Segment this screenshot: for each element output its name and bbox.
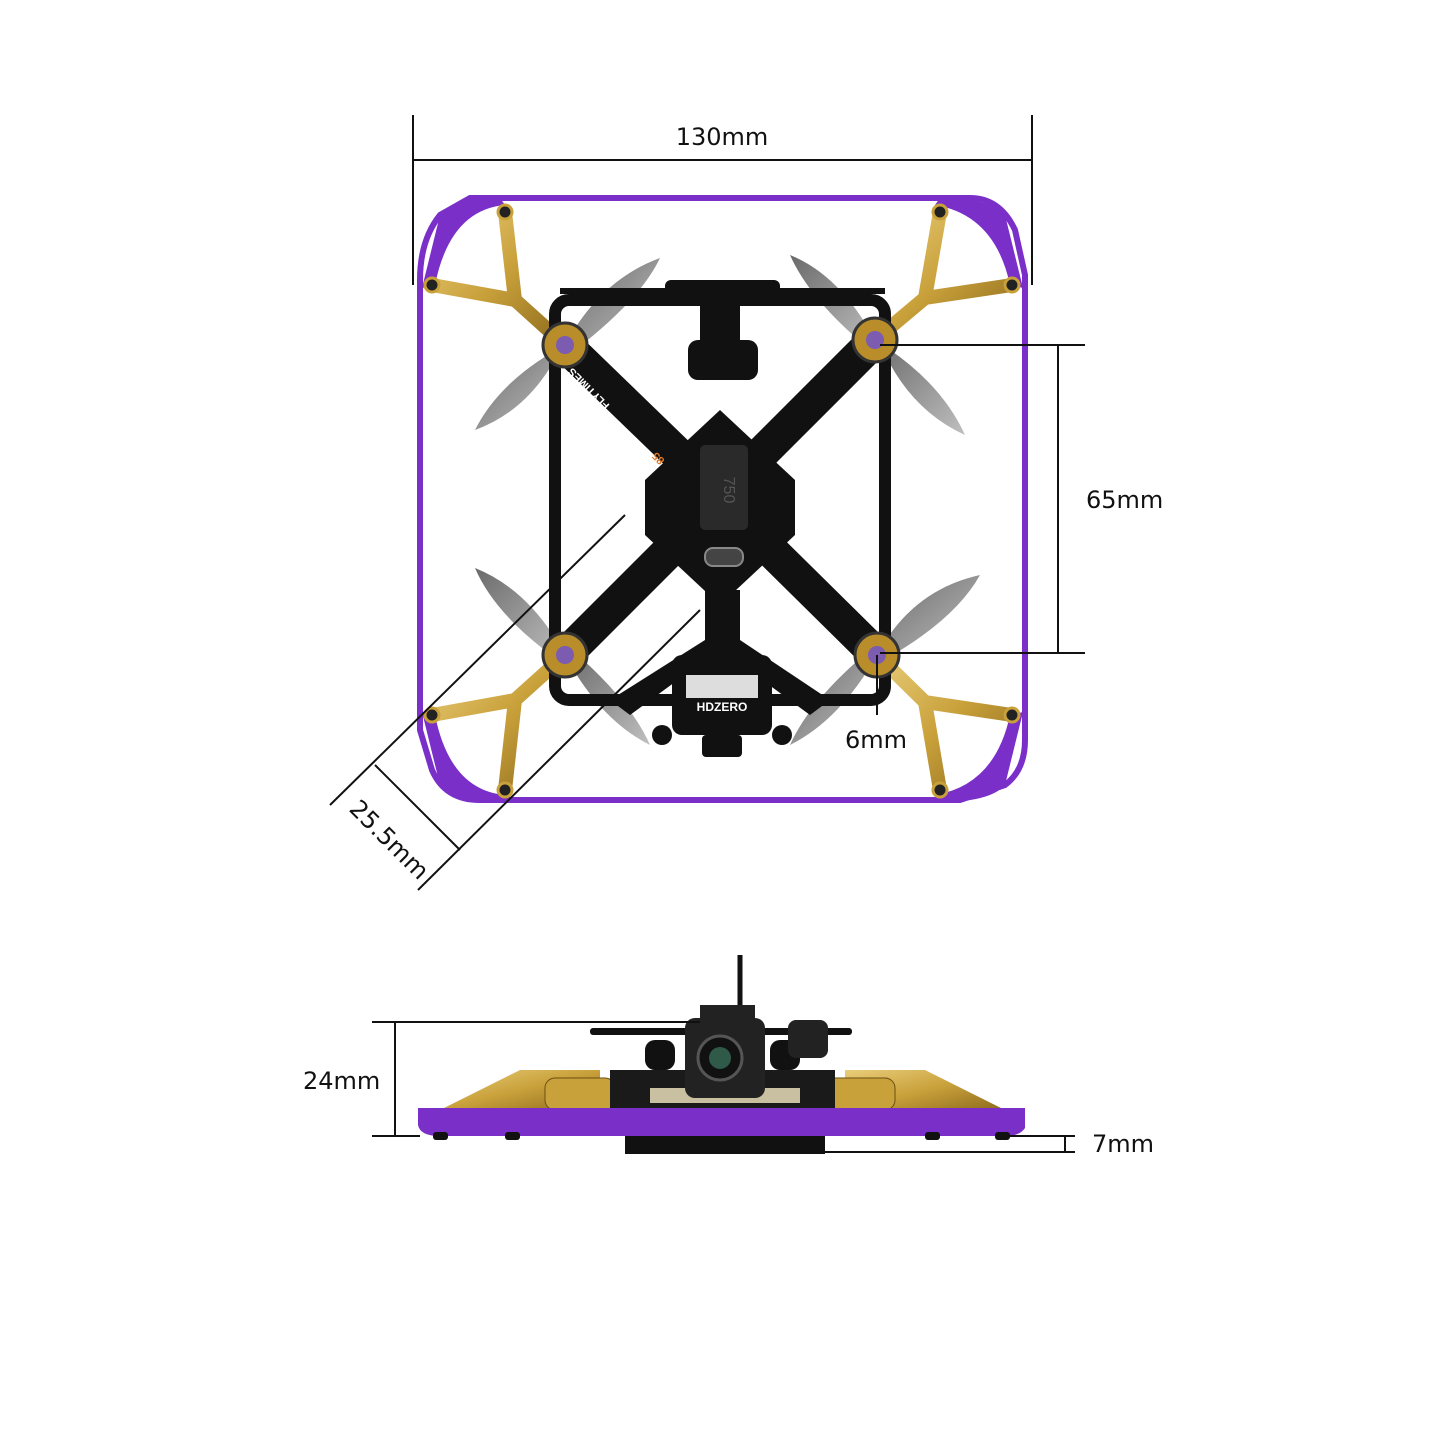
motors: [541, 316, 901, 679]
antenna-mount: [560, 280, 885, 380]
guard-corner: [422, 198, 505, 288]
guard-corner: [422, 712, 505, 802]
height-label: 24mm: [303, 1067, 380, 1095]
arm-bolts: [423, 203, 1021, 799]
side-motor: [544, 1077, 616, 1111]
dimension-prop-clearance: [329, 514, 701, 891]
camera-brand-label: HDZERO: [697, 700, 748, 714]
dimension-motor-spacing: [880, 344, 1085, 654]
motor-spacing-label: 65mm: [1086, 486, 1163, 514]
ground-clearance-label: 7mm: [1092, 1130, 1154, 1158]
top-view: 750 FLYTIMES 85 HDZERO: [329, 115, 1163, 891]
dimension-width: [412, 115, 1033, 285]
side-connector: [788, 1020, 828, 1058]
motor-shaft-label: 6mm: [845, 726, 907, 754]
guard-corner: [935, 198, 1023, 288]
side-view: 24mm 7mm: [303, 955, 1154, 1158]
width-label: 130mm: [676, 123, 769, 151]
dimension-ground-clearance: [815, 1135, 1075, 1153]
side-battery-mount: [625, 1136, 825, 1154]
guard-corner: [935, 712, 1023, 802]
prop-guard: [417, 195, 1028, 803]
side-guard: [418, 1108, 1025, 1136]
side-motor: [824, 1077, 896, 1111]
vtx-mark: 750: [720, 477, 737, 504]
camera-mount: HDZERO: [652, 655, 792, 757]
carbon-frame: 750 FLYTIMES 85: [549, 294, 891, 715]
prop-clearance-label: 25.5mm: [344, 794, 435, 885]
dimension-height: [372, 1021, 700, 1137]
